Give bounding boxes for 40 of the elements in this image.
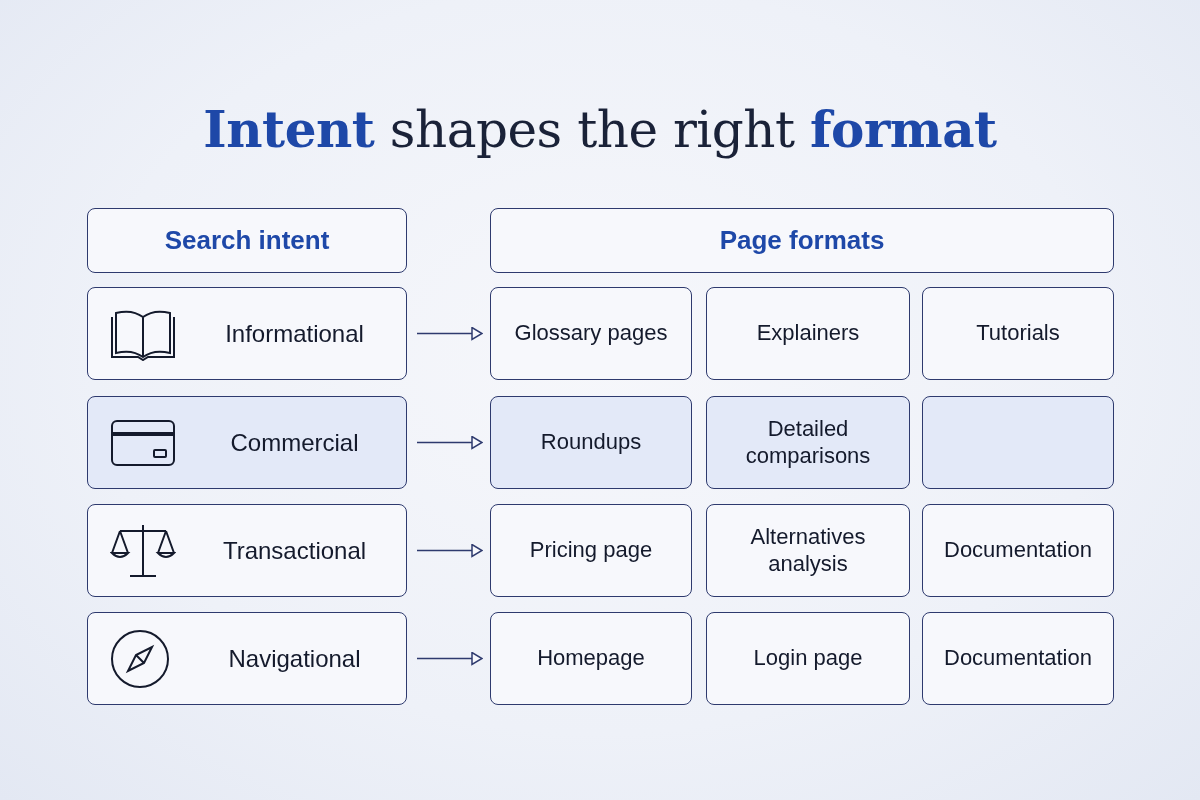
arrow	[416, 543, 483, 558]
intent-label: Navigational	[227, 644, 362, 673]
intent-label: Commercial	[229, 428, 360, 457]
header-text: Page formats	[719, 225, 885, 256]
format-label: Pricing page	[528, 537, 654, 564]
empty-box	[922, 396, 1114, 489]
format-card	[490, 504, 692, 597]
column-header	[87, 208, 407, 273]
format-label: Documentation	[943, 645, 1093, 672]
header-text: Search intent	[164, 225, 330, 256]
arrow	[416, 435, 483, 450]
arrow	[416, 651, 483, 666]
format-label: Glossary pages	[513, 320, 669, 347]
format-card	[706, 504, 910, 597]
format-label: Login page	[752, 645, 864, 672]
format-label: Tutorials	[975, 320, 1061, 347]
format-label: Alternatives analysis	[749, 524, 867, 577]
format-card	[490, 396, 692, 489]
format-card	[490, 612, 692, 705]
format-label: Explainers	[755, 320, 861, 347]
intent-label: Informational	[224, 319, 365, 348]
column-header	[490, 208, 1114, 273]
intent-card	[87, 612, 407, 705]
format-card	[706, 612, 910, 705]
format-label: Roundups	[539, 429, 643, 456]
intent-label: Transactional	[221, 536, 368, 565]
intent-card	[87, 396, 407, 489]
format-card	[706, 287, 910, 380]
title: Intent shapes the right format	[202, 100, 998, 159]
format-card	[922, 504, 1114, 597]
format-card	[922, 287, 1114, 380]
intent-card	[87, 504, 407, 597]
format-label: Homepage	[536, 645, 646, 672]
arrow	[416, 326, 483, 341]
format-card	[490, 287, 692, 380]
format-label: Detailed comparisons	[744, 416, 872, 469]
format-card	[706, 396, 910, 489]
format-label: Documentation	[943, 537, 1093, 564]
intent-card	[87, 287, 407, 380]
format-card	[922, 612, 1114, 705]
